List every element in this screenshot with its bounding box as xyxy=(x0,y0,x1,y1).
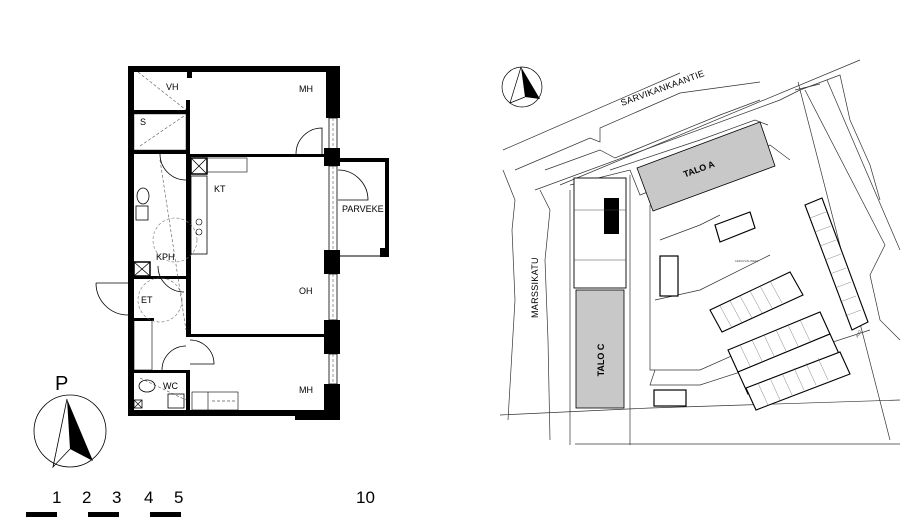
kitchen-counter xyxy=(190,175,208,255)
room-label-wc: WC xyxy=(163,381,178,391)
room-label-oh: OH xyxy=(299,286,313,296)
wardrobe xyxy=(133,319,153,371)
shaft-icon xyxy=(133,261,151,277)
toilet-icon xyxy=(136,187,150,205)
play-area-label: LEIKKIVÄLINEET xyxy=(735,259,759,263)
wardrobe xyxy=(191,391,239,411)
svg-text:3: 3 xyxy=(112,488,121,507)
building-talo-a: TALO A xyxy=(636,121,776,212)
wall-south xyxy=(128,410,298,416)
door-swing xyxy=(295,127,323,155)
shed xyxy=(659,255,679,297)
building-talo-c: TALO C xyxy=(575,289,625,409)
svg-text:2: 2 xyxy=(82,488,91,507)
entrance-door-swing xyxy=(95,282,129,316)
room-label-et: ET xyxy=(141,295,153,305)
room-label-mh-top: MH xyxy=(299,84,313,94)
wall-west xyxy=(128,66,134,416)
north-arrow-icon xyxy=(67,399,93,461)
north-label: P xyxy=(55,373,68,395)
door-swing xyxy=(337,169,369,201)
room-label-mh-bottom: MH xyxy=(299,385,313,395)
scale-bar: 1 2 3 4 5 10 xyxy=(26,488,375,517)
wall-north xyxy=(128,66,338,72)
road-label-marssikatu: MARSSIKATU xyxy=(530,257,540,318)
floor-plan: VH MH S KT PARVEKE KPH ET OH WC MH xyxy=(95,66,389,420)
building-block-middle xyxy=(573,177,627,289)
room-label-kt: KT xyxy=(214,184,226,194)
room-label-s: S xyxy=(140,117,146,127)
svg-text:TALO C: TALO C xyxy=(596,343,606,376)
svg-text:10: 10 xyxy=(356,488,375,507)
north-arrow-floor: P xyxy=(33,373,107,469)
shed xyxy=(714,211,756,243)
shaft-icon xyxy=(133,399,143,409)
sink-icon xyxy=(167,393,185,409)
room-label-vh: VH xyxy=(166,82,179,92)
svg-text:1: 1 xyxy=(52,488,61,507)
shaft-icon xyxy=(190,157,208,175)
svg-text:4: 4 xyxy=(144,488,153,507)
parking-rows xyxy=(709,197,869,411)
shed xyxy=(653,389,687,407)
sink-icon xyxy=(135,205,149,221)
north-arrow-site xyxy=(501,66,543,108)
ajo-label: AJO xyxy=(854,329,862,338)
balcony xyxy=(337,158,389,257)
room-label-parveke: PARVEKE xyxy=(342,204,384,214)
site-plan xyxy=(499,59,901,445)
svg-text:5: 5 xyxy=(174,488,183,507)
toilet-icon xyxy=(138,379,156,393)
road-label-sarvikankaantie: SARVIKANKAANTIE xyxy=(619,68,705,108)
room-label-kph: KPH xyxy=(156,252,175,262)
